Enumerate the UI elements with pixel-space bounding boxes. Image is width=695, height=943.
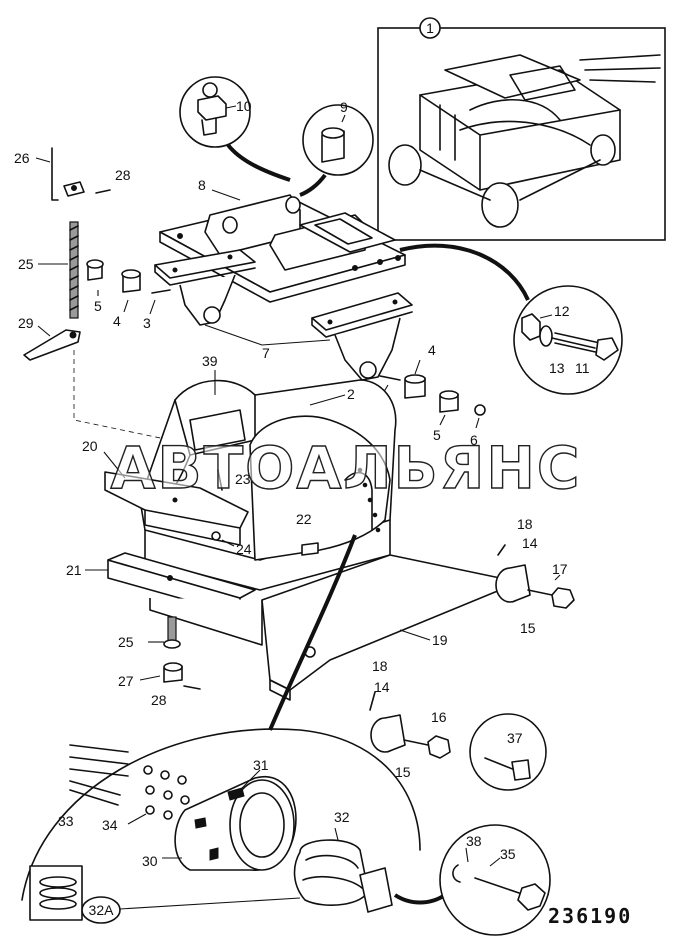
grease-nipple-detail: 10 [179,76,291,182]
callout-37: 37 [507,730,523,746]
callout-18-lower: 18 [372,658,388,674]
callout-19: 19 [432,632,448,648]
bolt-detail: 12 13 11 [513,285,623,395]
upper-plate-20: 20 23 24 22 [82,438,319,557]
callout-21: 21 [66,562,82,578]
callout-5-left: 5 [94,298,102,314]
callout-18-upper: 18 [517,516,533,532]
callout-27: 27 [118,673,134,689]
roller-upper: 18 14 17 15 [495,516,575,636]
watermark: АВТОАЛЬЯНС [110,434,581,502]
callout-3-left: 3 [143,315,151,331]
callout-31: 31 [253,757,269,773]
callout-35: 35 [500,846,516,862]
screw-detail: 37 [469,713,547,791]
callout-4-left: 4 [113,313,121,329]
callout-38: 38 [466,833,482,849]
callout-24: 24 [236,541,252,557]
callout-29: 29 [18,315,34,331]
callout-13: 13 [549,360,565,376]
lower-adjuster: 25 27 28 [118,616,201,708]
callout-32: 32 [334,809,350,825]
callout-22: 22 [296,511,312,527]
figure-number: 236190 [548,904,632,928]
callout-16: 16 [431,709,447,725]
callout-12: 12 [554,303,570,319]
adjuster-assembly: 26 28 25 29 [14,147,171,441]
left-pivot-parts: 5 4 3 [86,259,171,331]
callout-30: 30 [142,853,158,869]
callout-15-lower: 15 [395,764,411,780]
callout-17: 17 [552,561,568,577]
callout-32A: 32A [89,902,115,918]
callout-23: 23 [235,471,251,487]
callout-1: 1 [426,20,434,36]
callout-9: 9 [340,99,348,115]
callout-8: 8 [198,177,206,193]
callout-28-top: 28 [115,167,131,183]
side-frame-19: 19 [261,554,501,701]
callout-39: 39 [202,353,218,369]
callout-14-lower: 14 [374,679,390,695]
callout-15-upper: 15 [520,620,536,636]
roller-lower: 18 14 16 15 [369,658,451,780]
callout-14-upper: 14 [522,535,538,551]
callout-34: 34 [102,817,118,833]
callout-4-right: 4 [428,342,436,358]
bush-detail: 9 [299,99,374,197]
callout-6: 6 [470,432,478,448]
callout-2: 2 [347,386,355,402]
callout-5-right: 5 [433,427,441,443]
bolt-35-detail: 38 35 [439,824,551,936]
callout-11: 11 [575,360,590,376]
callout-28-bottom: 28 [151,692,167,708]
callout-20: 20 [82,438,98,454]
inset-overview: 1 [377,17,666,241]
drum-detail: 33 34 31 30 32 32A [21,728,447,924]
callout-33: 33 [58,813,74,829]
callout-26: 26 [14,150,30,166]
support-brackets: 7 [154,249,413,381]
lower-plate-21: 21 [66,552,263,646]
callout-25-bottom: 25 [118,634,134,650]
callout-7: 7 [262,345,270,361]
callout-25-top: 25 [18,256,34,272]
callout-10: 10 [236,98,252,114]
